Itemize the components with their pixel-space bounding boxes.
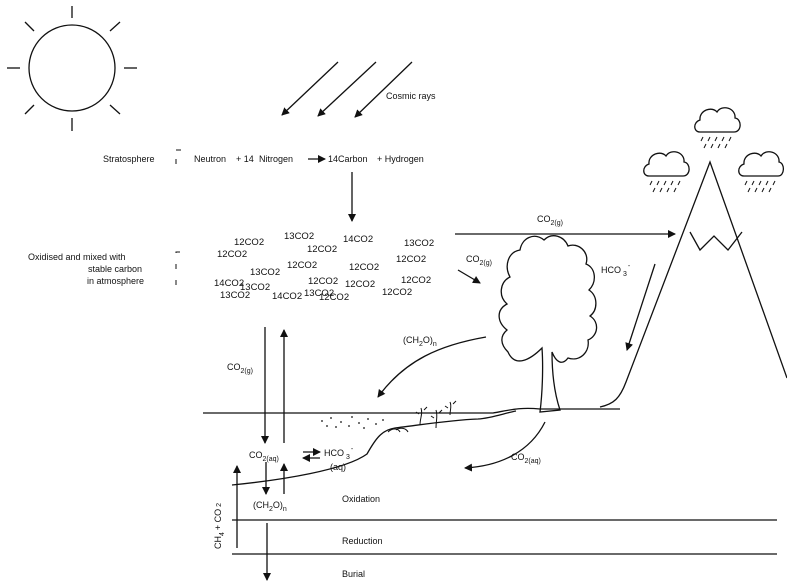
lake-basin [203, 408, 777, 554]
ch4-co2-sub: 2 [216, 503, 223, 507]
burial-label: Burial [342, 569, 365, 579]
molecule: 13CO2 [284, 231, 314, 242]
molecule: 12CO2 [345, 279, 375, 290]
co2-gas-sub: 2(g) [551, 220, 563, 227]
aq-label: (aq) [330, 462, 346, 472]
co2aq-right-label: CO [511, 452, 525, 462]
molecule: 13CO2 [404, 238, 434, 249]
mountain-icon [600, 162, 787, 407]
molecule: 12CO2 [287, 260, 317, 271]
hco3-flow-arrow [627, 264, 655, 350]
rain-cloud-icon [644, 152, 689, 192]
tree-icon [499, 236, 596, 412]
co2-exchange-sub: 2(g) [241, 368, 253, 375]
co2aq-lake-sub: 2(aq) [263, 456, 279, 463]
svg-text:CO2(aq): CO2(aq) [249, 450, 279, 463]
svg-text:CO2(aq): CO2(aq) [511, 452, 541, 465]
ch4-sub: 4 [219, 532, 226, 536]
co2aq-lake-label: CO [249, 450, 263, 460]
sediment-dots [321, 416, 384, 429]
atmosphere-co2-cloud: 12CO2 13CO2 14CO2 13CO2 12CO2 12CO2 12CO… [214, 231, 434, 303]
svg-text:CO2(g): CO2(g) [537, 214, 563, 227]
molecule: 14CO2 [272, 291, 302, 302]
oxidised-line-2: stable carbon [88, 264, 142, 274]
molecule: 12CO2 [401, 275, 431, 286]
ch2o-top-open: (CH [403, 335, 419, 345]
co2aq-right-sub: 2(aq) [525, 458, 541, 465]
ch2o-top-n: n [433, 341, 437, 348]
molecule: 13CO2 [250, 267, 280, 278]
molecule: 12CO2 [396, 254, 426, 265]
sun-icon [7, 6, 137, 131]
oxidation-label: Oxidation [342, 494, 380, 504]
ch4-plus-co: + CO [213, 509, 223, 530]
svg-text:CO2(g): CO2(g) [227, 362, 253, 375]
reduction-label: Reduction [342, 536, 383, 546]
hco3-mountain-label: HCO [601, 265, 621, 275]
co2-to-tree-arrow [458, 270, 480, 283]
hco3-mountain-charge: - [628, 263, 631, 270]
ch2o-top-close: O) [423, 335, 433, 345]
cosmic-ray-arrows [282, 62, 412, 117]
molecule: 12CO2 [217, 249, 247, 260]
co2-tree-sub: 2(g) [480, 260, 492, 267]
ch2o-bottom-close: O) [273, 500, 283, 510]
hydrogen-label: + Hydrogen [377, 154, 424, 164]
oxidised-line-3: in atmosphere [87, 276, 144, 286]
rain-cloud-icon [695, 108, 740, 148]
ch2o-bottom-open: (CH [253, 500, 269, 510]
ch2o-bottom-n: n [283, 506, 287, 513]
molecule: 12CO2 [307, 244, 337, 255]
svg-text:(CH2O)n: (CH2O)n [403, 335, 437, 348]
ch4-label: CH [213, 536, 223, 549]
neutron-label: Neutron [194, 154, 226, 164]
carbon14-label: 14Carbon [328, 154, 368, 164]
svg-text:CH4+ CO2: CH4 + CO 2 [213, 503, 226, 549]
co2-gas-label: CO [537, 214, 551, 224]
oxidised-line-1: Oxidised and mixed with [28, 252, 126, 262]
molecule: 12CO2 [349, 262, 379, 273]
molecule: 14CO2 [343, 234, 373, 245]
molecule: 12CO2 [308, 276, 338, 287]
nitrogen-label: Nitrogen [259, 154, 293, 164]
molecule: 13CO2 [240, 282, 270, 293]
co2-tree-label: CO [466, 254, 480, 264]
hco3-lake-label: HCO [324, 448, 344, 458]
co2-exchange-label: CO [227, 362, 241, 372]
molecule: 12CO2 [319, 292, 349, 303]
rain-cloud-icon [739, 152, 784, 192]
hco3-lake-charge: - [351, 446, 354, 453]
svg-text:(CH2O)n: (CH2O)n [253, 500, 287, 513]
molecule: 12CO2 [234, 237, 264, 248]
svg-text:CO2(g): CO2(g) [466, 254, 492, 267]
molecule: 12CO2 [382, 287, 412, 298]
plus-14-label: + 14 [236, 154, 254, 164]
hco3-mountain-sub: 3 [623, 271, 627, 278]
stratosphere-label: Stratosphere [103, 154, 155, 164]
hco3-lake-sub: 3 [346, 454, 350, 461]
cosmic-rays-label: Cosmic rays [386, 91, 436, 101]
